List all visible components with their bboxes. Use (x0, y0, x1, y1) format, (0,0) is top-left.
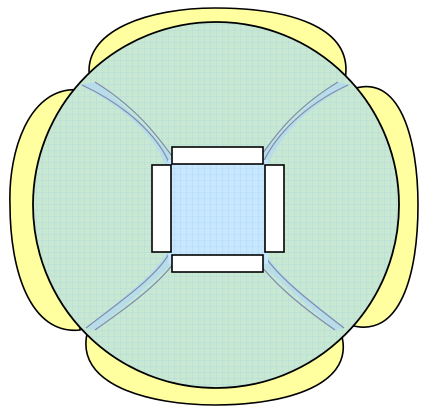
top-bar (172, 147, 263, 164)
bottom-bar (172, 255, 263, 272)
left-bar (152, 165, 171, 252)
right-bar (265, 165, 284, 252)
center-grid (168, 160, 268, 264)
